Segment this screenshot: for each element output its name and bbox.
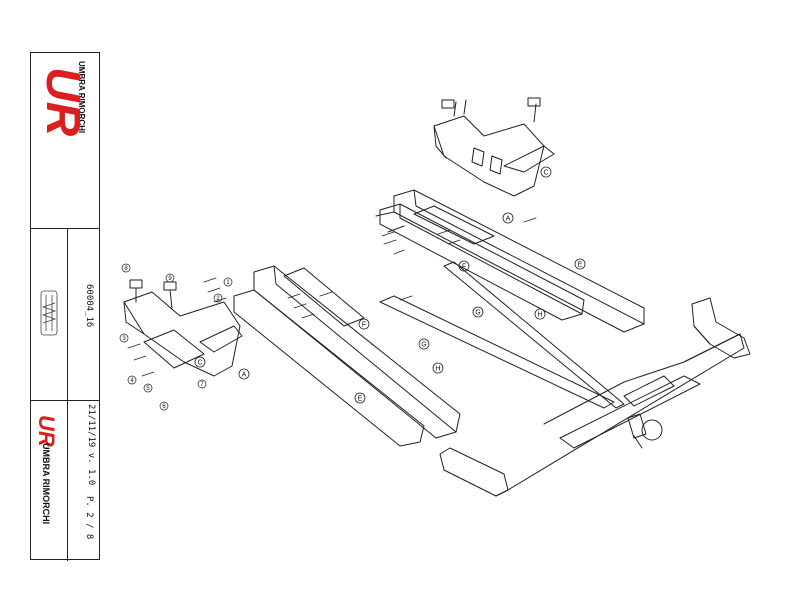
title-block: UMBRA RIMORCHI UR 60004_16 UR UMBRA RIMO…	[30, 52, 100, 561]
fastener-number-1: 1	[226, 280, 230, 286]
page-number: P. 2 / 8	[84, 496, 94, 540]
fastener-number-2: 2	[216, 296, 220, 302]
callout-c-left: C	[197, 360, 202, 367]
logo-small-monogram: UR	[34, 415, 59, 447]
tow-ball-icon	[627, 413, 663, 449]
brand-logo-small: UR UMBRA RIMORCHI	[34, 415, 59, 524]
callout-g-upper: G	[475, 310, 480, 317]
towbar-crossbar	[439, 297, 751, 497]
quality-stamp-icon	[40, 290, 58, 336]
diagonal-strut	[379, 261, 625, 409]
fastener-bolts	[127, 217, 537, 377]
callout-h-left: H	[435, 366, 440, 373]
fastener-number-8: 8	[124, 266, 128, 272]
part-cell: 60004_16	[31, 229, 99, 401]
callout-f-upper: F	[462, 264, 466, 271]
fastener-number-4: 4	[130, 378, 134, 384]
part-callouts: A A C C E E F F G G H H	[194, 166, 586, 404]
callout-h-upper: H	[537, 312, 542, 319]
callout-f-left: F	[362, 322, 366, 329]
callout-e-left: E	[358, 396, 363, 403]
callout-c-upper: C	[543, 170, 548, 177]
callout-e-upper: E	[578, 262, 583, 269]
fastener-number-5: 5	[146, 386, 150, 392]
fastener-number-7: 7	[200, 382, 204, 388]
revision-cell: UR UMBRA RIMORCHI 21/11/19 v. 1.0 P. 2 /…	[31, 401, 99, 561]
exploded-assembly-drawing: A A C C E E F F G G H H 1 2 3 4 5 6 7 8	[119, 97, 751, 497]
callout-g-left: G	[421, 342, 426, 349]
fastener-number-3: 3	[122, 336, 126, 342]
fastener-numbers: 1 2 3 4 5 6 7 8 9	[119, 263, 233, 411]
fastener-number-6: 6	[162, 404, 166, 410]
fastener-number-9: 9	[168, 276, 172, 282]
left-bracket-assembly	[123, 279, 243, 377]
upper-bracket-assembly	[433, 97, 555, 197]
revision-date: 21/11/19 v. 1.0	[86, 404, 96, 486]
logo-small-text: UMBRA RIMORCHI	[41, 443, 51, 524]
logo-text-top: UMBRA RIMORCHI	[77, 61, 86, 133]
logo-cell: UMBRA RIMORCHI UR	[31, 53, 99, 229]
upper-beams	[375, 189, 645, 333]
callout-a-left: A	[242, 372, 247, 379]
left-beams	[233, 265, 461, 447]
logo-monogram: UR	[36, 67, 89, 137]
callout-a-upper: A	[506, 216, 511, 223]
brand-logo-large: UMBRA RIMORCHI UR	[36, 61, 89, 137]
part-number: 60004_16	[84, 284, 94, 328]
